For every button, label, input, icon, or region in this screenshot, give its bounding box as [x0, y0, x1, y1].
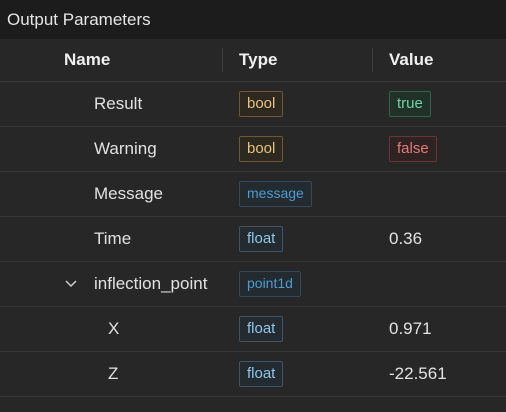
parameters-table: Name Type Value Result bool true Warning… — [0, 39, 506, 397]
column-header-type[interactable]: Type — [239, 50, 278, 69]
table-row[interactable]: Warning bool false — [0, 127, 506, 172]
parameter-name: Message — [94, 184, 163, 203]
value-text: -22.561 — [389, 364, 447, 383]
column-resize-handle[interactable] — [222, 48, 223, 72]
table-row[interactable]: Z float -22.561 — [0, 352, 506, 397]
column-header-value[interactable]: Value — [389, 50, 434, 69]
value-badge: true — [389, 91, 431, 117]
value-badge: false — [389, 136, 437, 162]
table-header: Name Type Value — [0, 39, 506, 82]
parameter-name: Time — [94, 229, 132, 248]
parameter-name: X — [108, 319, 120, 338]
type-badge: float — [239, 361, 284, 387]
panel-title: Output Parameters — [0, 0, 506, 39]
parameter-name: Result — [94, 94, 143, 113]
type-badge: point1d — [239, 271, 301, 297]
table-row[interactable]: Time float 0.36 — [0, 217, 506, 262]
parameter-name: Warning — [94, 139, 157, 158]
chevron-down-icon[interactable] — [64, 262, 78, 306]
table-row[interactable]: X float 0.971 — [0, 307, 506, 352]
value-text: 0.971 — [389, 319, 432, 338]
type-badge: message — [239, 181, 312, 207]
type-badge: bool — [239, 91, 284, 117]
column-header-name[interactable]: Name — [64, 50, 111, 69]
parameter-name: inflection_point — [94, 274, 208, 293]
type-badge: bool — [239, 136, 284, 162]
value-text: 0.36 — [389, 229, 423, 248]
type-badge: float — [239, 226, 284, 252]
table-row[interactable]: Result bool true — [0, 82, 506, 127]
table-row-expandable[interactable]: inflection_point point1d — [0, 262, 506, 307]
column-resize-handle[interactable] — [372, 48, 373, 72]
parameter-name: Z — [108, 364, 119, 383]
type-badge: float — [239, 316, 284, 342]
table-row[interactable]: Message message — [0, 172, 506, 217]
